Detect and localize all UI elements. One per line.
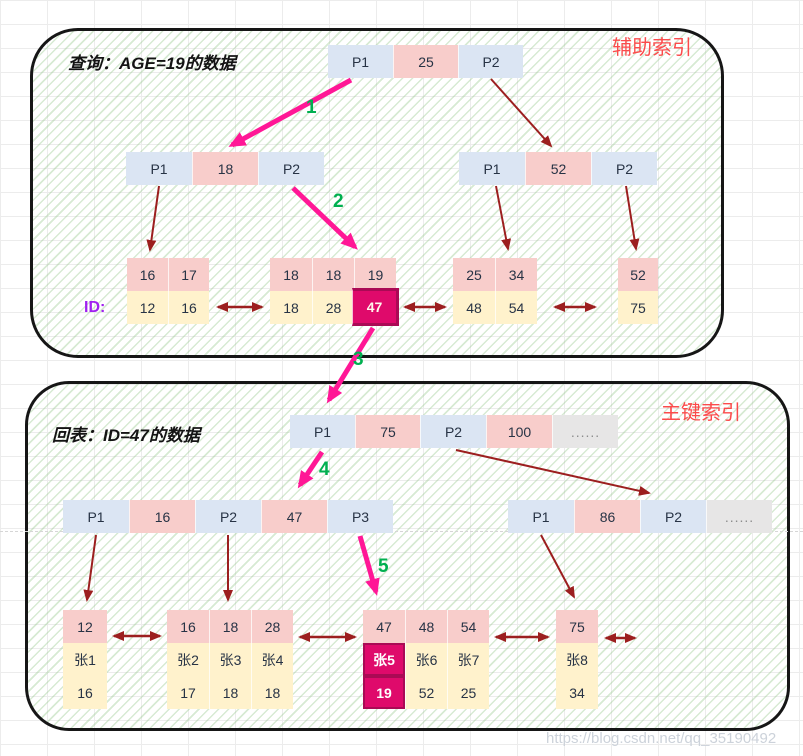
step-2-label: 2	[333, 191, 344, 212]
pointer-cell: P2	[258, 152, 324, 185]
name-cell: 张1	[63, 643, 107, 676]
aux-left-node: P1 18 P2	[126, 152, 324, 185]
key-cell: 12	[63, 610, 107, 643]
name-cell: 张3	[209, 643, 251, 676]
step-5-label: 5	[378, 556, 389, 577]
pointer-cell: P2	[458, 45, 523, 78]
pointer-cell: P2	[640, 500, 706, 533]
key-cell: 18	[270, 258, 312, 291]
key-cell: 19	[354, 258, 396, 291]
id-cell: 54	[495, 291, 537, 324]
key-cell: 47	[261, 500, 327, 533]
age-cell-highlighted: 19	[363, 676, 405, 709]
aux-leaf-4: 52 75	[618, 258, 658, 324]
ellipsis-cell: ......	[706, 500, 772, 533]
id-cell: 75	[618, 291, 658, 324]
ellipsis-cell: ......	[552, 415, 618, 448]
key-cell: 28	[251, 610, 293, 643]
id-cell: 28	[312, 291, 354, 324]
aux-leaf-1: 16 17 12 16	[127, 258, 209, 324]
key-cell: 52	[525, 152, 591, 185]
pointer-cell: P1	[63, 500, 129, 533]
key-cell: 18	[192, 152, 258, 185]
primary-left-node: P1 16 P2 47 P3	[63, 500, 393, 533]
key-cell: 16	[129, 500, 195, 533]
primary-leaf-1: 12 张1 16	[63, 610, 107, 709]
pointer-cell: P1	[459, 152, 525, 185]
key-cell: 75	[355, 415, 420, 448]
key-cell: 47	[363, 610, 405, 643]
step-4-label: 4	[319, 459, 330, 480]
name-cell-highlighted: 张5	[363, 643, 405, 676]
pointer-cell: P2	[420, 415, 486, 448]
name-cell: 张8	[556, 643, 598, 676]
id-cell: 12	[127, 291, 168, 324]
pointer-cell: P2	[195, 500, 261, 533]
id-cell: 16	[168, 291, 209, 324]
guide-line	[0, 531, 803, 532]
key-cell: 16	[127, 258, 168, 291]
primary-right-node: P1 86 P2 ......	[508, 500, 772, 533]
primary-root-node: P1 75 P2 100 ......	[290, 415, 618, 448]
step-3-label: 3	[353, 349, 364, 370]
key-cell: 100	[486, 415, 552, 448]
aux-index-tag: 辅助索引	[612, 37, 692, 59]
key-cell: 25	[453, 258, 495, 291]
primary-leaf-3: 47 48 54 张5 张6 张7 19 52 25	[363, 610, 489, 709]
id-cell-highlighted: 47	[352, 288, 399, 326]
primary-leaf-2: 16 18 28 张2 张3 张4 17 18 18	[167, 610, 293, 709]
age-cell: 25	[447, 676, 489, 709]
aux-root-node: P1 25 P2	[328, 45, 523, 78]
primary-query-title: 回表：ID=47的数据	[52, 426, 200, 445]
primary-index-tag: 主键索引	[661, 402, 741, 424]
id-cell: 18	[270, 291, 312, 324]
key-cell: 52	[618, 258, 658, 291]
pointer-cell: P1	[290, 415, 355, 448]
aux-leaf-3: 25 34 48 54	[453, 258, 537, 324]
age-cell: 34	[556, 676, 598, 709]
age-cell: 52	[405, 676, 447, 709]
key-cell: 25	[393, 45, 458, 78]
id-row-label: ID:	[84, 299, 106, 316]
key-cell: 18	[209, 610, 251, 643]
pointer-cell: P2	[591, 152, 657, 185]
pointer-cell: P3	[327, 500, 393, 533]
age-cell: 18	[209, 676, 251, 709]
key-cell: 75	[556, 610, 598, 643]
pointer-cell: P1	[126, 152, 192, 185]
key-cell: 54	[447, 610, 489, 643]
age-cell: 18	[251, 676, 293, 709]
key-cell: 34	[495, 258, 537, 291]
pointer-cell: P1	[508, 500, 574, 533]
pointer-cell: P1	[328, 45, 393, 78]
aux-right-node: P1 52 P2	[459, 152, 657, 185]
name-cell: 张6	[405, 643, 447, 676]
key-cell: 16	[167, 610, 209, 643]
age-cell: 17	[167, 676, 209, 709]
key-cell: 48	[405, 610, 447, 643]
id-cell: 48	[453, 291, 495, 324]
name-cell: 张7	[447, 643, 489, 676]
primary-leaf-4: 75 张8 34	[556, 610, 598, 709]
watermark-text: https://blog.csdn.net/qq_35190492	[546, 730, 777, 747]
name-cell: 张2	[167, 643, 209, 676]
aux-query-title: 查询：AGE=19的数据	[68, 54, 236, 73]
name-cell: 张4	[251, 643, 293, 676]
key-cell: 18	[312, 258, 354, 291]
key-cell: 17	[168, 258, 209, 291]
step-1-label: 1	[306, 97, 317, 118]
key-cell: 86	[574, 500, 640, 533]
aux-leaf-2: 18 18 19 18 28 47	[270, 258, 399, 326]
age-cell: 16	[63, 676, 107, 709]
